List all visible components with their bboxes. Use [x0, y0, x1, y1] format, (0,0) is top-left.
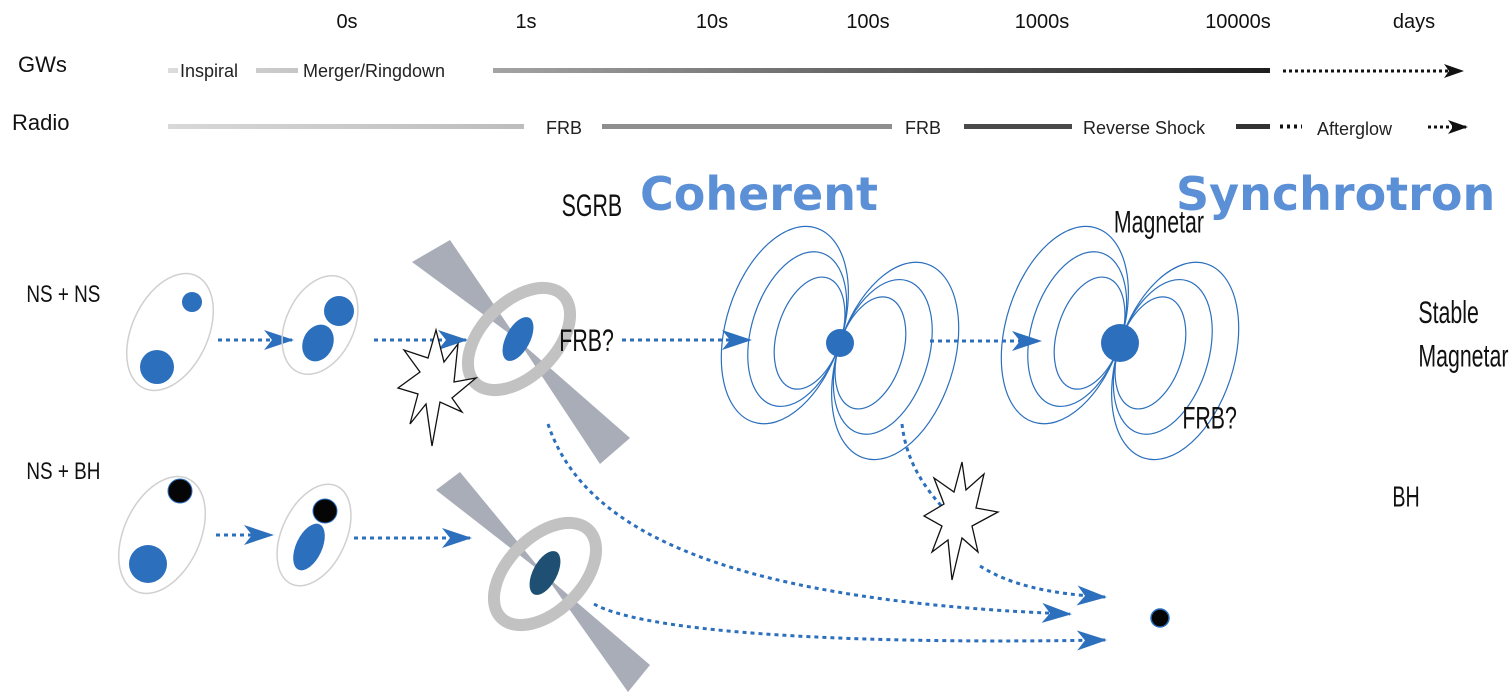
radio-bar-1 — [168, 124, 524, 129]
stable-magnetar — [1000, 225, 1240, 461]
ns-bh-merging — [276, 483, 352, 587]
jet-cone — [412, 240, 518, 340]
radio-segment-afterglow: Afterglow — [1317, 119, 1393, 139]
ns-ns-binary — [125, 272, 215, 392]
radio-bar-4 — [1236, 124, 1270, 129]
regime-coherent: Coherent — [640, 167, 878, 221]
collapse-path — [900, 423, 952, 517]
flow-arrow — [546, 423, 1072, 623]
radio-segment-reverse-shock: Reverse Shock — [1083, 118, 1206, 138]
radio-bar-2 — [602, 124, 892, 129]
tick-label: days — [1393, 11, 1435, 33]
sgrb-label: SGRB — [562, 188, 622, 223]
black-hole — [312, 498, 338, 524]
scenario-ns-ns: NS + NS — [26, 280, 100, 308]
tick-label: 1000s — [1015, 11, 1070, 33]
tick-label: 1s — [515, 11, 536, 33]
frb-burst-icon — [396, 327, 479, 447]
stable-label-line2: Magnetar — [1418, 338, 1508, 373]
ns-bh-remnant — [436, 472, 650, 692]
gw-segment-merger: Merger/Ringdown — [303, 61, 445, 81]
jet-cone — [545, 575, 650, 692]
frb-question-label: FRB? — [559, 323, 614, 358]
orbit-ring — [281, 274, 359, 376]
neutron-star-small — [182, 292, 202, 312]
sgrb-remnant — [412, 240, 630, 464]
ns-bh-binary — [117, 475, 207, 595]
neutron-star-merging — [324, 296, 354, 326]
bh-label: BH — [1392, 482, 1419, 514]
accretion-disk — [487, 516, 603, 632]
orbit-ring — [117, 475, 207, 595]
orbit-ring — [276, 483, 352, 587]
jet-cone — [518, 340, 630, 464]
neutron-star-merging — [302, 324, 334, 362]
ns-ns-merging — [281, 274, 359, 376]
black-hole — [167, 478, 193, 504]
gw-label-gap — [298, 60, 493, 80]
tick-label: 0s — [336, 11, 357, 33]
row-label-radio: Radio — [12, 110, 69, 135]
orbit-ring — [125, 272, 215, 392]
magnetar-label: Magnetar — [1114, 205, 1204, 240]
tick-label: 100s — [846, 11, 889, 33]
gw-timeline-bar — [168, 68, 1270, 73]
remnant-core — [502, 317, 534, 361]
remnant-core — [529, 551, 561, 595]
black-hole-endpoint — [1150, 608, 1170, 628]
row-label-gws: GWs — [18, 52, 67, 77]
frb-question-label: FRB? — [1182, 401, 1237, 436]
radio-row: Radio FRB FRB Reverse Shock Afterglow — [12, 110, 1468, 139]
jet-cone — [436, 472, 545, 575]
tick-label: 10s — [696, 11, 728, 33]
gw-segment-inspiral: Inspiral — [180, 61, 238, 81]
radio-bar-3 — [964, 124, 1072, 129]
neutron-star-disrupted — [293, 523, 325, 571]
regime-synchrotron: Synchrotron — [1176, 167, 1495, 221]
neutron-star-large — [140, 350, 174, 384]
flow-arrow — [593, 602, 1107, 651]
stable-label-line1: Stable — [1418, 295, 1478, 330]
stable-magnetar-core — [1101, 324, 1139, 362]
frb-burst-icon — [922, 461, 1000, 581]
gw-label-gap — [178, 60, 256, 80]
tick-label: 10000s — [1205, 11, 1271, 33]
time-axis: 0s 1s 10s 100s 1000s 10000s days — [336, 11, 1435, 33]
radio-segment-frb-2: FRB — [905, 118, 941, 138]
neutron-star — [129, 545, 167, 583]
radio-segment-frb-1: FRB — [546, 118, 582, 138]
scenario-ns-bh: NS + BH — [26, 457, 100, 485]
accretion-disk — [461, 281, 577, 397]
magnetar — [720, 225, 960, 461]
flow-arrow — [979, 564, 1107, 606]
gw-row: GWs Inspiral Merger/Ringdown — [18, 52, 1464, 81]
magnetar-core — [826, 329, 854, 357]
